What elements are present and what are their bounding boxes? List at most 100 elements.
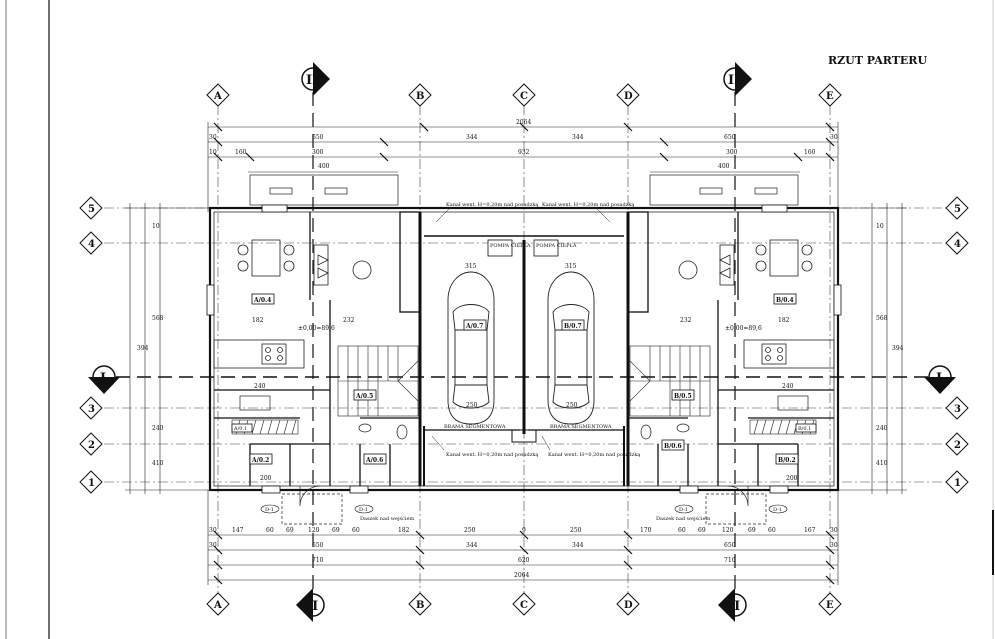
axis-label-4-left: 4 — [88, 239, 95, 250]
dining-table-right — [755, 239, 813, 277]
garage-dim-right-bottom: 250 — [566, 402, 578, 409]
interior-walls-left — [214, 211, 421, 486]
dim-right-c: 240 — [876, 425, 888, 432]
drawing-title: RZUT PARTERU — [828, 54, 927, 67]
dim-bot-r2-5: 30 — [830, 542, 838, 549]
dim-bot-r1-14: 120 — [722, 527, 734, 534]
room-label-b02: B/0.2 — [778, 457, 796, 464]
heat-pump-boxes — [487, 239, 559, 257]
axis-label-e-bottom: E — [826, 600, 834, 611]
svg-text:II: II — [306, 73, 318, 88]
section-marker-i-right: I — [924, 365, 956, 394]
axis-label-3-left: 3 — [88, 404, 95, 415]
dim-int-240-right: 240 — [782, 383, 794, 390]
dim-bot-r1-2: 60 — [266, 527, 274, 534]
section-marker-ii-top-left: II — [301, 62, 330, 96]
section-marker-ii-bottom-left: II — [296, 588, 325, 622]
door-tag-3: D-1 — [679, 507, 688, 513]
room-label-a05: A/0.5 — [355, 393, 373, 400]
dim-bot-r2-1: 650 — [312, 542, 324, 549]
dim-bot-r1-7: 182 — [398, 527, 410, 534]
axis-label-a-top: A — [213, 91, 222, 102]
room-tag-boxes — [231, 293, 817, 465]
dim-int-232-left: 232 — [343, 317, 355, 324]
dim-bot-r1-5: 69 — [332, 527, 340, 534]
bottom-dimension-lines — [207, 490, 839, 585]
terrace-canopies — [249, 174, 799, 206]
dim-bot-r1-13: 69 — [698, 527, 706, 534]
room-label-b07: B/0.7 — [564, 323, 582, 330]
dim-int-182-left: 182 — [252, 317, 264, 324]
round-table-right — [678, 260, 698, 280]
door-tag-2: D-1 — [359, 507, 368, 513]
dim-bot-r1-0: 30 — [209, 527, 217, 534]
axis-label-c-bottom: C — [520, 600, 528, 611]
row-markers-left — [79, 196, 103, 494]
garage-dim-left-bottom: 250 — [466, 402, 478, 409]
room-label-b05: B/0.5 — [674, 393, 692, 400]
dim-bot-r1-1: 147 — [232, 527, 244, 534]
axis-label-2-right: 2 — [954, 440, 961, 451]
axis-label-1-left: 1 — [88, 478, 95, 489]
room-label-a01: A/0.1 — [233, 426, 247, 432]
vent-note-bottom-left: Kanał went. H=0,20m nad posadzką — [446, 452, 538, 458]
dim-bot-r1-9: 9 — [522, 527, 526, 534]
dim-bot-r2-2: 344 — [466, 542, 478, 549]
dim-bot-r2-4: 650 — [724, 542, 736, 549]
living-furniture-left — [313, 244, 329, 286]
dim-int-240-left: 240 — [254, 383, 266, 390]
svg-text:I: I — [100, 371, 106, 386]
column-axis-lines — [217, 105, 831, 594]
dim-bot-r1-10: 250 — [570, 527, 582, 534]
axis-label-5-right: 5 — [954, 204, 961, 215]
dim-bot-r1-16: 60 — [768, 527, 776, 534]
column-markers-top — [206, 83, 842, 107]
dim-int-200-left: 200 — [260, 475, 272, 482]
axis-label-2-left: 2 — [88, 440, 95, 451]
column-markers-bottom — [206, 592, 842, 616]
dim-bot-r2-0: 30 — [209, 542, 217, 549]
dim-top-r2-3: 932 — [518, 149, 530, 156]
room-label-a06: A/0.6 — [365, 457, 383, 464]
vent-leaders — [431, 207, 611, 451]
axis-label-d-bottom: D — [624, 600, 633, 611]
top-dimension-ticks — [213, 122, 835, 162]
dim-int-182-right: 182 — [778, 317, 790, 324]
dim-top-r2-0: 10 — [209, 149, 217, 156]
axis-label-c-top: C — [520, 91, 528, 102]
vent-note-top-left: Kanał went. H=0,20m nad posadzką — [446, 202, 538, 208]
axis-label-5-left: 5 — [88, 204, 95, 215]
dim-int-200-right: 200 — [786, 475, 798, 482]
round-table-left — [352, 260, 372, 280]
dim-top-r1-5: 30 — [830, 134, 838, 141]
axis-label-e-top: E — [826, 91, 834, 102]
axis-label-3-right: 3 — [954, 404, 961, 415]
stairs-left — [337, 345, 419, 417]
dim-top-r1-2: 344 — [466, 134, 478, 141]
wc-left — [239, 395, 408, 440]
dim-bot-r3-0: 710 — [312, 557, 324, 564]
dim-top-r2-5: 160 — [804, 149, 816, 156]
top-dimension-lines — [207, 122, 839, 212]
dim-bot-r2-3: 344 — [572, 542, 584, 549]
dim-bot-r1-15: 69 — [748, 527, 756, 534]
axis-label-b-top: B — [416, 91, 424, 102]
stairs-right — [629, 345, 711, 417]
canopy-note-left: Daszek nad wejściem — [360, 515, 414, 522]
dim-top-r1-3: 344 — [572, 134, 584, 141]
level-mark-left: ±0,00=89,6 — [298, 325, 335, 332]
dim-bot-total: 2064 — [514, 572, 529, 579]
level-mark-right: ±0,00=89,6 — [725, 325, 762, 332]
dim-top-r2-4: 300 — [726, 149, 738, 156]
svg-text:II: II — [728, 599, 740, 614]
dim-top-r1-1: 650 — [312, 134, 324, 141]
dim-left-b: 568 — [152, 315, 164, 322]
axis-label-1-right: 1 — [954, 478, 961, 489]
dim-top-r2-2: 300 — [312, 149, 324, 156]
dim-bot-r3-2: 710 — [724, 557, 736, 564]
dim-top-r2-1: 160 — [235, 149, 247, 156]
room-label-a07: A/0.7 — [465, 323, 483, 330]
room-label-b04: B/0.4 — [776, 297, 794, 304]
axis-label-a-bottom: A — [213, 600, 222, 611]
dim-bot-r1-8: 250 — [464, 527, 476, 534]
